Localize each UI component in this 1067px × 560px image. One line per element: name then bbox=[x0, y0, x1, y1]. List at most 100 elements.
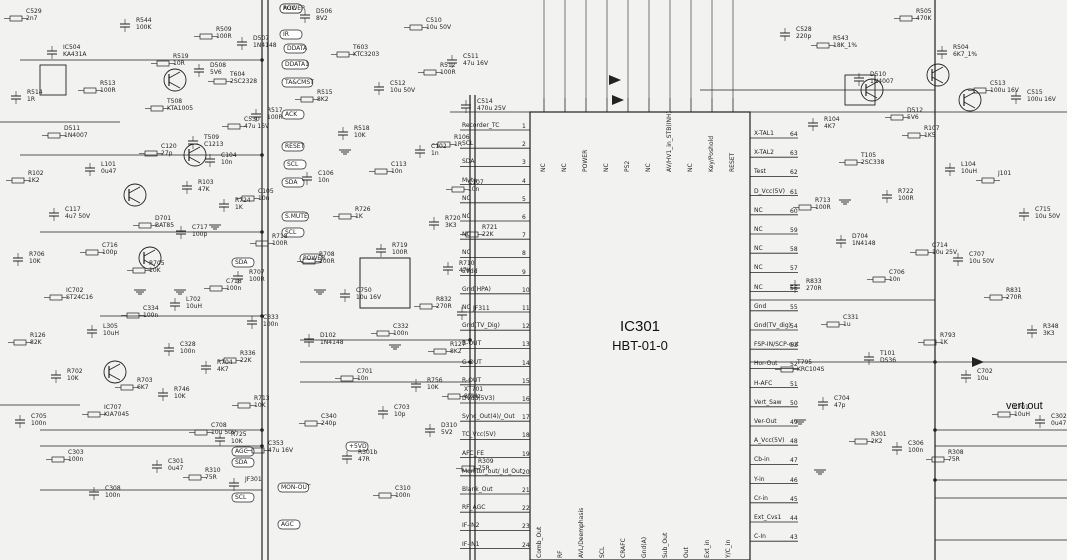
connector-label: SCL bbox=[285, 229, 297, 236]
component-ref: R504 bbox=[953, 44, 969, 51]
component-ref: R301 bbox=[871, 431, 887, 438]
ic301-pin-number: 22 bbox=[522, 505, 530, 513]
ic301-pin-number: 44 bbox=[790, 515, 798, 522]
component-value: 75R bbox=[948, 456, 960, 463]
component-body bbox=[899, 15, 913, 22]
ic301-top-pin-label: NC bbox=[603, 163, 610, 172]
component-value: 1K bbox=[235, 204, 243, 211]
component-ref: C529 bbox=[26, 8, 42, 15]
component-body bbox=[126, 312, 140, 319]
ic301-left-pin-label: NC bbox=[462, 194, 471, 202]
ic301-pin-number: 19 bbox=[522, 450, 530, 458]
ic301-pin-number: 43 bbox=[790, 534, 798, 542]
connector-tag bbox=[281, 77, 314, 88]
component-ref: D511 bbox=[64, 125, 81, 132]
junction-dot bbox=[260, 58, 264, 62]
connector-label: SDA bbox=[285, 179, 298, 186]
ic301-bottom-pin-label: CRAFC bbox=[620, 538, 627, 558]
component-ref: T604 bbox=[230, 71, 246, 78]
component-value: 1u bbox=[843, 321, 851, 328]
component-value: 5V6 bbox=[210, 69, 222, 76]
ic301-pin-number: 13 bbox=[522, 341, 530, 349]
ic301-bottom-pin-label: Y/C_in bbox=[725, 539, 732, 558]
ic301-left-pin-label: Gnd(TV_Dig) bbox=[462, 322, 500, 330]
ic301-left-pin-label: Gnd(HPA) bbox=[462, 285, 491, 293]
component-ref: C707 bbox=[969, 251, 985, 258]
component-value: 100R bbox=[272, 240, 288, 247]
ic504-body bbox=[39, 64, 67, 96]
component-value: 0u47 50V bbox=[1051, 420, 1067, 427]
component-value: 6K7 bbox=[137, 384, 149, 391]
component-ref: R127 bbox=[450, 341, 466, 348]
component-body bbox=[419, 303, 433, 310]
component-ref: C716 bbox=[102, 242, 118, 249]
transistor-lead bbox=[188, 156, 201, 164]
ic301-pin-number: 53 bbox=[790, 342, 798, 350]
component-ref: T101 bbox=[880, 350, 896, 357]
component-value: 100n bbox=[393, 330, 409, 337]
component-ref: C107 bbox=[468, 179, 484, 186]
component-ref: R544 bbox=[136, 17, 152, 24]
component-ref: L104 bbox=[961, 161, 976, 168]
ic301-right-pin-label: Cr-in bbox=[754, 494, 768, 502]
ic301-right-pin-label: NC bbox=[754, 283, 763, 291]
ic301-pin-number: 6 bbox=[522, 214, 526, 221]
component-ref: C105 bbox=[258, 188, 274, 195]
ic301-left-pin-label: NC bbox=[462, 304, 471, 311]
connector-tag bbox=[281, 109, 305, 120]
component-ref: R722 bbox=[898, 188, 914, 195]
junction-dot bbox=[933, 478, 937, 482]
component-ref: R513 bbox=[100, 80, 116, 87]
component-value: 47K bbox=[198, 186, 210, 193]
transistor-symbol bbox=[163, 68, 187, 92]
component-value: 10uH bbox=[103, 330, 119, 337]
connector-label: AGC bbox=[235, 448, 248, 455]
component-ref: R514 bbox=[27, 89, 43, 96]
transistor-lead bbox=[931, 66, 944, 74]
component-ref: R721 bbox=[482, 224, 498, 231]
component-value: 0u47 bbox=[101, 168, 117, 175]
transistor-lead bbox=[168, 81, 181, 89]
component-ref: C310 bbox=[395, 485, 411, 492]
component-body bbox=[85, 249, 99, 256]
component-body bbox=[120, 384, 134, 391]
ic301-right-pin-label: NC bbox=[754, 226, 763, 233]
signal-arrow bbox=[972, 357, 984, 367]
component-value: 10u 50V bbox=[1035, 213, 1061, 220]
ic301-pin-number: 4 bbox=[522, 177, 526, 185]
component-ref: XT701 bbox=[464, 386, 484, 393]
ic301-pin-number: 63 bbox=[790, 150, 798, 158]
component-ref: R706 bbox=[29, 251, 45, 258]
ic301-pin-number: 5 bbox=[522, 195, 526, 203]
component-value: 10n bbox=[391, 168, 403, 175]
component-body bbox=[194, 429, 208, 436]
component-body bbox=[872, 276, 886, 283]
component-ref: C106 bbox=[318, 170, 334, 177]
component-value: 100n bbox=[180, 348, 196, 355]
component-ref: D508 bbox=[210, 62, 227, 69]
ic301-left-pin-label: NC bbox=[462, 213, 471, 220]
component-value: 3K3 bbox=[445, 222, 457, 229]
connector-label: DDATA1 bbox=[285, 61, 309, 68]
ic301-bottom-pin-label: Out bbox=[683, 547, 690, 558]
component-ref: R543 bbox=[833, 35, 849, 42]
component-value: 100R bbox=[267, 114, 283, 121]
ic301-bottom-pin-label: RF bbox=[557, 550, 564, 558]
component-body bbox=[336, 51, 350, 58]
component-ref: C113 bbox=[391, 161, 407, 168]
component-ref: D506 bbox=[316, 8, 333, 15]
component-value: 1n bbox=[431, 150, 439, 157]
component-value: 1N4007 bbox=[64, 132, 88, 139]
component-ref: R724 bbox=[235, 197, 251, 204]
component-body bbox=[826, 321, 840, 328]
ic301-left-pin-label: AFC_FE bbox=[462, 449, 484, 457]
ic301-pin-number: 45 bbox=[790, 495, 798, 503]
component-value: DS36 bbox=[880, 357, 897, 364]
connector-label: +5VD bbox=[349, 443, 367, 450]
component-body bbox=[844, 159, 858, 166]
component-value: 100p bbox=[102, 249, 118, 256]
component-ref: R107 bbox=[924, 125, 940, 132]
ic301-left-pin-label: B-OUT bbox=[462, 340, 482, 348]
component-value: 100R bbox=[249, 276, 265, 283]
ic301-left-pin-label: TC_Vcc(5V) bbox=[462, 431, 496, 439]
